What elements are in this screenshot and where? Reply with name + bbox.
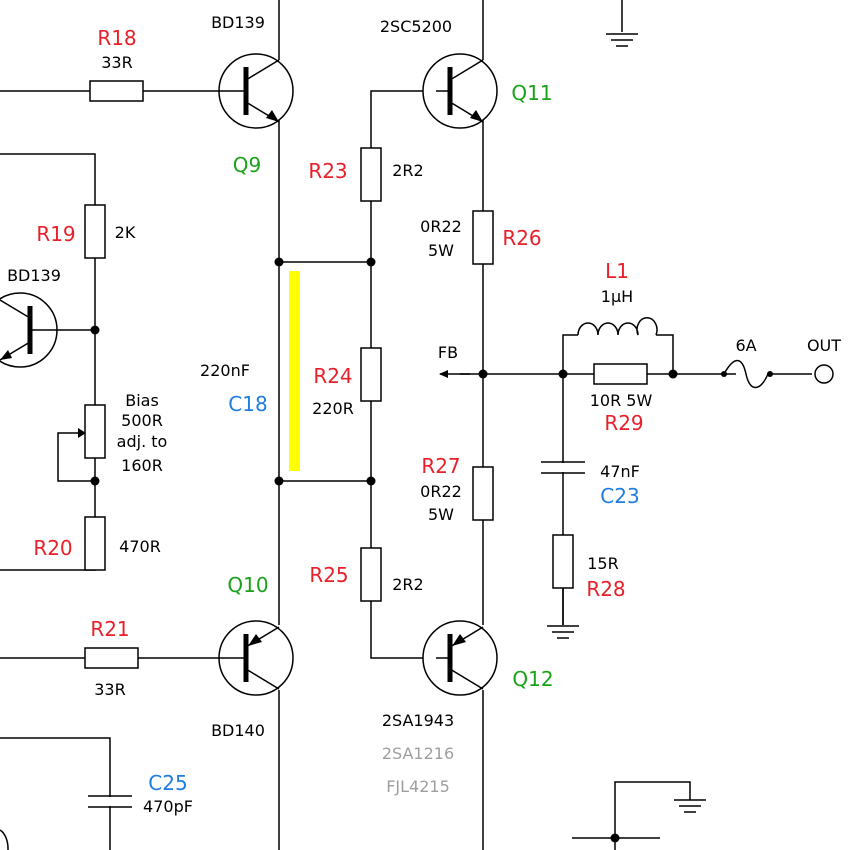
r23-label: R23 — [308, 159, 347, 183]
r18-label: R18 — [97, 26, 136, 50]
r21-value: 33R — [94, 680, 125, 699]
fuse-6a — [723, 359, 769, 389]
c18-label: C18 — [228, 392, 267, 416]
q10-part: BD140 — [211, 721, 265, 740]
labels: R18 33R BD139 Q9 2SC5200 Q11 R23 2R2 R19… — [7, 13, 841, 816]
r19-label: R19 — [36, 222, 75, 246]
r27-value1: 0R22 — [420, 482, 462, 501]
q12-alt1: 2SA1216 — [382, 744, 454, 763]
r25-label: R25 — [309, 563, 348, 587]
r26-value1: 0R22 — [420, 217, 462, 236]
bias-label-2: 500R — [121, 411, 163, 430]
bd139-left-part: BD139 — [7, 266, 61, 285]
ground-icon — [674, 799, 706, 813]
transistor-bd139-left — [0, 292, 58, 368]
resistor-r23 — [360, 147, 382, 202]
resistor-r25 — [360, 547, 382, 602]
bias-label-4: 160R — [121, 456, 163, 475]
r19-value: 2K — [115, 223, 136, 242]
r28-label: R28 — [586, 577, 625, 601]
l1-label: L1 — [605, 259, 629, 283]
inductor-l1 — [577, 317, 658, 336]
c18-value: 220nF — [200, 361, 250, 380]
r26-label: R26 — [502, 226, 541, 250]
capacitors — [88, 461, 585, 808]
bias-label-1: Bias — [125, 391, 159, 410]
r20-label: R20 — [33, 536, 72, 560]
resistor-r21 — [84, 647, 139, 669]
c23-value: 47nF — [600, 462, 640, 481]
c23-label: C23 — [600, 484, 639, 508]
resistor-r26 — [472, 210, 494, 265]
transistor-q9 — [218, 53, 294, 129]
q10-label: Q10 — [227, 573, 268, 597]
r24-value: 220R — [312, 399, 354, 418]
r25-value: 2R2 — [392, 575, 423, 594]
q9-label: Q9 — [233, 153, 261, 177]
l1-value: 1µH — [601, 287, 633, 306]
r27-label: R27 — [421, 454, 460, 478]
q12-label: Q12 — [512, 667, 553, 691]
r18-value: 33R — [101, 53, 132, 72]
r28-value: 15R — [587, 554, 618, 573]
fuse-label: 6A — [735, 336, 756, 355]
q12-alt2: FJL4215 — [386, 777, 450, 796]
q11-label: Q11 — [511, 81, 552, 105]
resistor-r24 — [360, 347, 382, 402]
resistor-r29 — [593, 363, 648, 385]
r23-value: 2R2 — [392, 161, 423, 180]
r29-label: R29 — [604, 411, 643, 435]
partial-component — [0, 829, 9, 850]
r20-value: 470R — [119, 537, 161, 556]
transistor-q11 — [422, 53, 498, 129]
junction-dots — [90, 257, 678, 843]
r21-label: R21 — [90, 617, 129, 641]
resistor-r28 — [552, 534, 574, 589]
transistor-q12 — [422, 620, 498, 696]
out-label: OUT — [807, 336, 841, 355]
ground-icon — [606, 33, 638, 47]
r29-value: 10R 5W — [590, 391, 653, 410]
q9-part: BD139 — [211, 13, 265, 32]
c25-label: C25 — [148, 771, 187, 795]
resistors — [84, 80, 648, 669]
fb-label: FB — [438, 343, 458, 362]
resistor-r20 — [84, 516, 106, 571]
c25-value: 470pF — [143, 797, 193, 816]
transistor-q10 — [218, 620, 294, 696]
pot-wiper-arrow — [78, 428, 86, 438]
c18-highlight — [289, 271, 300, 471]
ground-icon — [547, 588, 579, 639]
resistor-r18 — [89, 80, 144, 102]
q11-part: 2SC5200 — [380, 17, 452, 36]
resistor-r19 — [84, 204, 106, 259]
bias-label-3: adj. to — [117, 432, 168, 451]
resistor-r27 — [472, 466, 494, 521]
q12-part: 2SA1943 — [382, 711, 454, 730]
r24-label: R24 — [313, 364, 352, 388]
r26-value2: 5W — [428, 241, 454, 260]
out-terminal — [814, 364, 834, 384]
r27-value2: 5W — [428, 505, 454, 524]
resistor-bias-pot — [84, 404, 106, 459]
